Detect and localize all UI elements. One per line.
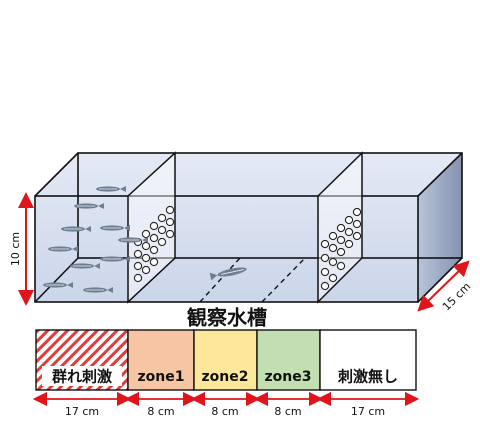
tank-title: 観察水槽: [187, 306, 267, 330]
left-partition: [127, 151, 176, 304]
fish-icon: [83, 287, 113, 293]
zone-width-label: 17 cm: [65, 405, 99, 418]
zone-width-label: 17 cm: [351, 405, 385, 418]
fish-icon: [100, 225, 130, 231]
fish-icon: [74, 203, 104, 209]
height-label: 10 cm: [9, 232, 22, 266]
zone-width-label: 8 cm: [147, 405, 174, 418]
height-dimension: 10 cm: [9, 192, 34, 306]
zone-label: zone3: [265, 369, 312, 385]
zone-schooling-stimulus: 群れ刺激: [35, 329, 129, 391]
fish-icon: [48, 246, 78, 252]
zone-bar: 群れ刺激 zone1 zone2 zone3 刺激無し: [35, 329, 417, 391]
zone-width-label: 8 cm: [274, 405, 301, 418]
zone-no-stimulus: 刺激無し: [319, 329, 417, 391]
zone-label: zone2: [202, 369, 249, 385]
fish-icon: [70, 263, 100, 269]
zone-label: zone1: [138, 369, 185, 385]
zone-dividers: [199, 257, 306, 303]
fish-icon: [96, 186, 126, 192]
fish-school: [43, 186, 148, 293]
fish-icon: [43, 282, 73, 288]
zone-label: 刺激無し: [338, 368, 398, 386]
water: [35, 153, 462, 302]
partition-holes: [133, 205, 175, 283]
fish-icon: [100, 256, 130, 262]
width-dimensions: 17 cm 8 cm 8 cm 8 cm 17 cm: [32, 391, 420, 418]
zone-3: zone3: [256, 329, 321, 391]
fish-icon: [61, 226, 91, 232]
zone-2: zone2: [193, 329, 258, 391]
partition-holes: [320, 207, 362, 291]
test-fish-icon: [209, 267, 247, 281]
zone-width-label: 8 cm: [211, 405, 238, 418]
right-partition: [317, 151, 363, 304]
zone-label: 群れ刺激: [52, 368, 113, 386]
fish-icon: [118, 237, 148, 243]
zone-1: zone1: [127, 329, 195, 391]
